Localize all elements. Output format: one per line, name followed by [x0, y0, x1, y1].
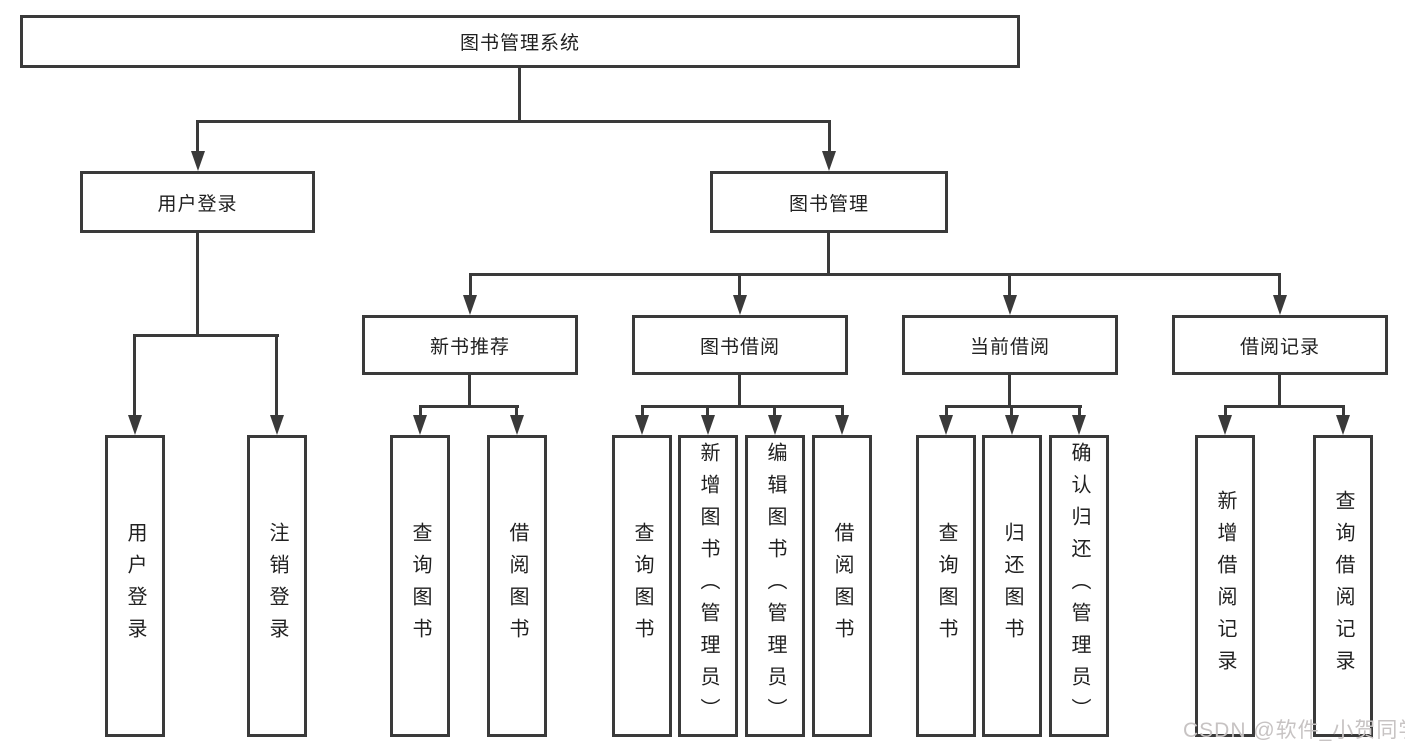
- connector-line: [133, 334, 136, 418]
- leaf-borrow-books: 借阅图书: [487, 435, 547, 737]
- connector-line: [275, 334, 278, 418]
- connector-line: [1278, 273, 1281, 301]
- arrow-down-icon: [1336, 415, 1350, 435]
- leaf-add-borrow-record: 新增借阅记录: [1195, 435, 1255, 737]
- arrow-down-icon: [270, 415, 284, 435]
- leaf-add-books-admin: 新增图书（管理员）: [678, 435, 738, 737]
- connector-line: [518, 68, 521, 123]
- csdn-watermark: CSDN @软件_小贺同学: [1183, 719, 1405, 742]
- leaf-label: 注销登录: [266, 522, 288, 650]
- connector-line: [1008, 375, 1011, 408]
- connector-line: [1010, 405, 1013, 417]
- connector-line: [641, 405, 844, 408]
- arrow-down-icon: [463, 295, 477, 315]
- leaf-label: 确认归还（管理员）: [1068, 442, 1090, 730]
- connector-line: [945, 405, 1082, 408]
- node-current-borrow: 当前借阅: [902, 315, 1118, 375]
- leaf-label: 归还图书: [1001, 522, 1023, 650]
- arrow-down-icon: [510, 415, 524, 435]
- leaf-logout: 注销登录: [247, 435, 307, 737]
- arrow-down-icon: [1273, 295, 1287, 315]
- connector-line: [1224, 405, 1227, 417]
- connector-line: [1078, 405, 1081, 417]
- connector-line: [196, 233, 199, 337]
- arrow-down-icon: [939, 415, 953, 435]
- arrow-down-icon: [701, 415, 715, 435]
- node-new-book-recommend: 新书推荐: [362, 315, 578, 375]
- connector-line: [706, 405, 709, 417]
- leaf-label: 查询图书: [631, 522, 653, 650]
- arrow-down-icon: [1003, 295, 1017, 315]
- arrow-down-icon: [413, 415, 427, 435]
- leaf-label: 查询图书: [935, 522, 957, 650]
- arrow-down-icon: [1072, 415, 1086, 435]
- leaf-query-books: 查询图书: [916, 435, 976, 737]
- node-book-borrow: 图书借阅: [632, 315, 848, 375]
- leaf-label: 新增图书（管理员）: [697, 442, 719, 730]
- connector-line: [196, 120, 831, 123]
- leaf-label: 用户登录: [124, 522, 146, 650]
- connector-line: [828, 120, 831, 155]
- connector-line: [468, 375, 471, 408]
- leaf-return-books: 归还图书: [982, 435, 1042, 737]
- connector-line: [469, 273, 472, 301]
- connector-line: [738, 273, 741, 301]
- leaf-query-borrow-record: 查询借阅记录: [1313, 435, 1373, 737]
- connector-line: [133, 334, 279, 337]
- node-book-management: 图书管理: [710, 171, 948, 233]
- leaf-label: 编辑图书（管理员）: [764, 442, 786, 730]
- connector-line: [419, 405, 519, 408]
- node-user-login: 用户登录: [80, 171, 315, 233]
- node-borrow-records: 借阅记录: [1172, 315, 1388, 375]
- connector-line: [1278, 375, 1281, 408]
- arrow-down-icon: [835, 415, 849, 435]
- connector-line: [1224, 405, 1345, 408]
- arrow-down-icon: [733, 295, 747, 315]
- leaf-label: 借阅图书: [831, 522, 853, 650]
- arrow-down-icon: [191, 151, 205, 171]
- arrow-down-icon: [1005, 415, 1019, 435]
- leaf-label: 借阅图书: [506, 522, 528, 650]
- connector-line: [738, 375, 741, 408]
- leaf-confirm-return-admin: 确认归还（管理员）: [1049, 435, 1109, 737]
- connector-line: [419, 405, 422, 417]
- leaf-query-books: 查询图书: [390, 435, 450, 737]
- leaf-label: 查询借阅记录: [1332, 490, 1354, 682]
- leaf-edit-books-admin: 编辑图书（管理员）: [745, 435, 805, 737]
- arrow-down-icon: [1218, 415, 1232, 435]
- connector-line: [1342, 405, 1345, 417]
- node-root-system: 图书管理系统: [20, 15, 1020, 68]
- arrow-down-icon: [768, 415, 782, 435]
- leaf-label: 查询图书: [409, 522, 431, 650]
- connector-line: [945, 405, 948, 417]
- connector-line: [841, 405, 844, 417]
- leaf-label: 新增借阅记录: [1214, 490, 1236, 682]
- connector-line: [469, 273, 1281, 276]
- connector-line: [773, 405, 776, 417]
- connector-line: [641, 405, 644, 417]
- connector-line: [196, 120, 199, 155]
- arrow-down-icon: [635, 415, 649, 435]
- arrow-down-icon: [128, 415, 142, 435]
- arrow-down-icon: [822, 151, 836, 171]
- connector-line: [827, 233, 830, 276]
- leaf-user-login: 用户登录: [105, 435, 165, 737]
- connector-line: [515, 405, 518, 417]
- leaf-borrow-books: 借阅图书: [812, 435, 872, 737]
- connector-line: [1008, 273, 1011, 301]
- leaf-query-books: 查询图书: [612, 435, 672, 737]
